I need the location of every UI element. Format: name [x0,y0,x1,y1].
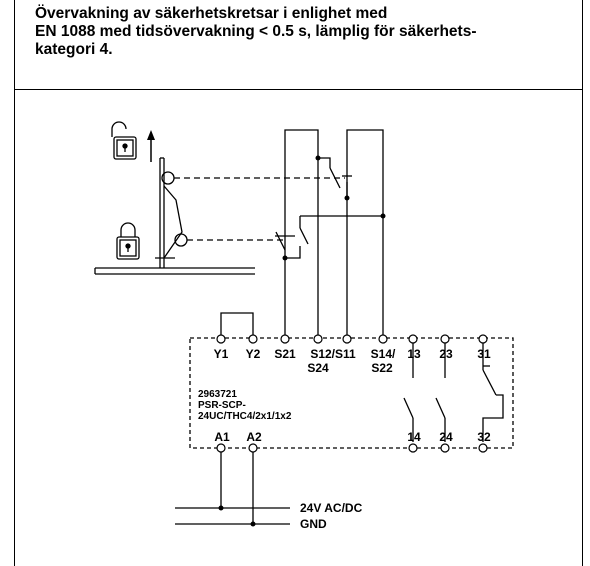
terminal-13 [408,334,418,344]
module-name-1: PSR-SCP- [198,400,246,411]
switch-k1-blade [329,167,341,189]
terminal-s12 [313,334,323,344]
label-a2: A2 [246,430,262,444]
switch-k2-blade-2 [275,231,286,251]
terminal-14 [408,443,418,453]
terminal-s21 [280,334,290,344]
label-23: 23 [439,347,453,361]
label-s14: S14/ [371,347,396,361]
contact-31-blade [482,369,497,396]
switch-k1-feed [318,157,331,168]
label-s21: S21 [274,347,296,361]
supply-voltage-label: 24V AC/DC [300,501,363,515]
cam-profile [163,185,183,259]
terminal-y2 [248,334,258,344]
junction [250,521,256,527]
label-y2: Y2 [246,347,261,361]
padlock-closed-icon [116,222,140,260]
label-s24: S24 [307,361,329,375]
arrow-up-icon [147,130,155,162]
label-s22: S22 [371,361,393,375]
terminal-23 [440,334,450,344]
label-31: 31 [477,347,491,361]
module-box [189,337,514,449]
label-14: 14 [407,430,421,444]
header-line-3: kategori 4. [35,41,113,58]
label-s12-s11: S12/S11 [310,347,356,361]
diagram-frame [14,0,583,566]
header: Övervakning av säkerhetskretsar i enligh… [15,0,582,90]
contact-23-blade [435,397,446,419]
label-32: 32 [477,430,491,444]
label-13: 13 [407,347,421,361]
contact-13-blade [403,397,414,419]
terminal-y1 [216,334,226,344]
wire-s11 [346,129,384,336]
switch-k2-blade [299,227,309,245]
switch-k2-return [285,246,301,259]
header-text: Övervakning av säkerhetskretsar i enligh… [35,5,590,59]
terminal-s11 [342,334,352,344]
header-line-2: EN 1088 med tidsövervakning < 0.5 s, läm… [35,23,477,40]
terminal-a2 [248,443,258,453]
junction [218,505,224,511]
junction [315,155,321,161]
label-a1: A1 [214,430,230,444]
wire-s21 [284,129,319,336]
junction [344,195,350,201]
terminal-32 [478,443,488,453]
junction [380,213,386,219]
terminal-24 [440,443,450,453]
contact-31-return [482,394,504,442]
bridge-y1-y2 [220,312,254,336]
terminal-31 [478,334,488,344]
label-24: 24 [439,430,453,444]
padlock-open-icon [111,121,137,160]
junction [282,255,288,261]
terminal-s14 [378,334,388,344]
header-line-1: Övervakning av säkerhetskretsar i enligh… [35,5,388,22]
module-name-2: 24UC/THC4/2x1/1x2 [198,411,292,422]
module-id: 2963721 [198,389,237,400]
label-y1: Y1 [214,347,229,361]
ground-label: GND [300,517,327,531]
terminal-a1 [216,443,226,453]
